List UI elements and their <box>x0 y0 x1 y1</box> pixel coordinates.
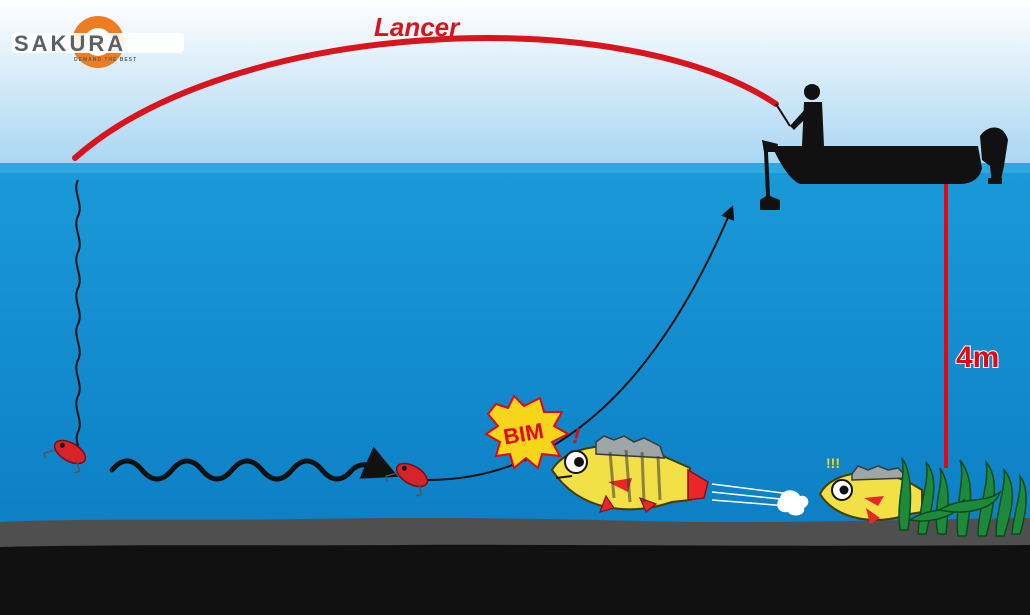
lake-bottom-dark <box>0 544 1030 615</box>
logo-brand: SAKURA <box>14 31 126 56</box>
alert-marks: !!! <box>826 455 840 471</box>
perch-icon <box>818 465 923 524</box>
sinking-line <box>75 179 81 453</box>
lure-icon <box>385 462 429 497</box>
strike-burst: BIM <box>484 394 571 470</box>
sakura-logo: SAKURA DEMAND THE BEST <box>12 16 184 68</box>
water-surface-highlight <box>0 163 1030 173</box>
angler-icon <box>775 84 824 146</box>
sky <box>0 0 1030 165</box>
trolling-motor-icon <box>760 140 780 210</box>
retrieve-line <box>427 205 735 481</box>
weed-icon <box>898 457 1027 537</box>
depth-label: 4m <box>956 341 999 374</box>
logo-tagline: DEMAND THE BEST <box>74 57 137 63</box>
retrieve-wave <box>109 446 399 482</box>
cast-label: Lancer <box>374 12 461 42</box>
cast-arc <box>72 35 779 161</box>
speed-lines <box>711 483 809 516</box>
boat-icon <box>760 127 1008 210</box>
outboard-motor-icon <box>980 127 1008 184</box>
perch-icon <box>550 435 709 513</box>
lure-icon <box>43 439 87 474</box>
